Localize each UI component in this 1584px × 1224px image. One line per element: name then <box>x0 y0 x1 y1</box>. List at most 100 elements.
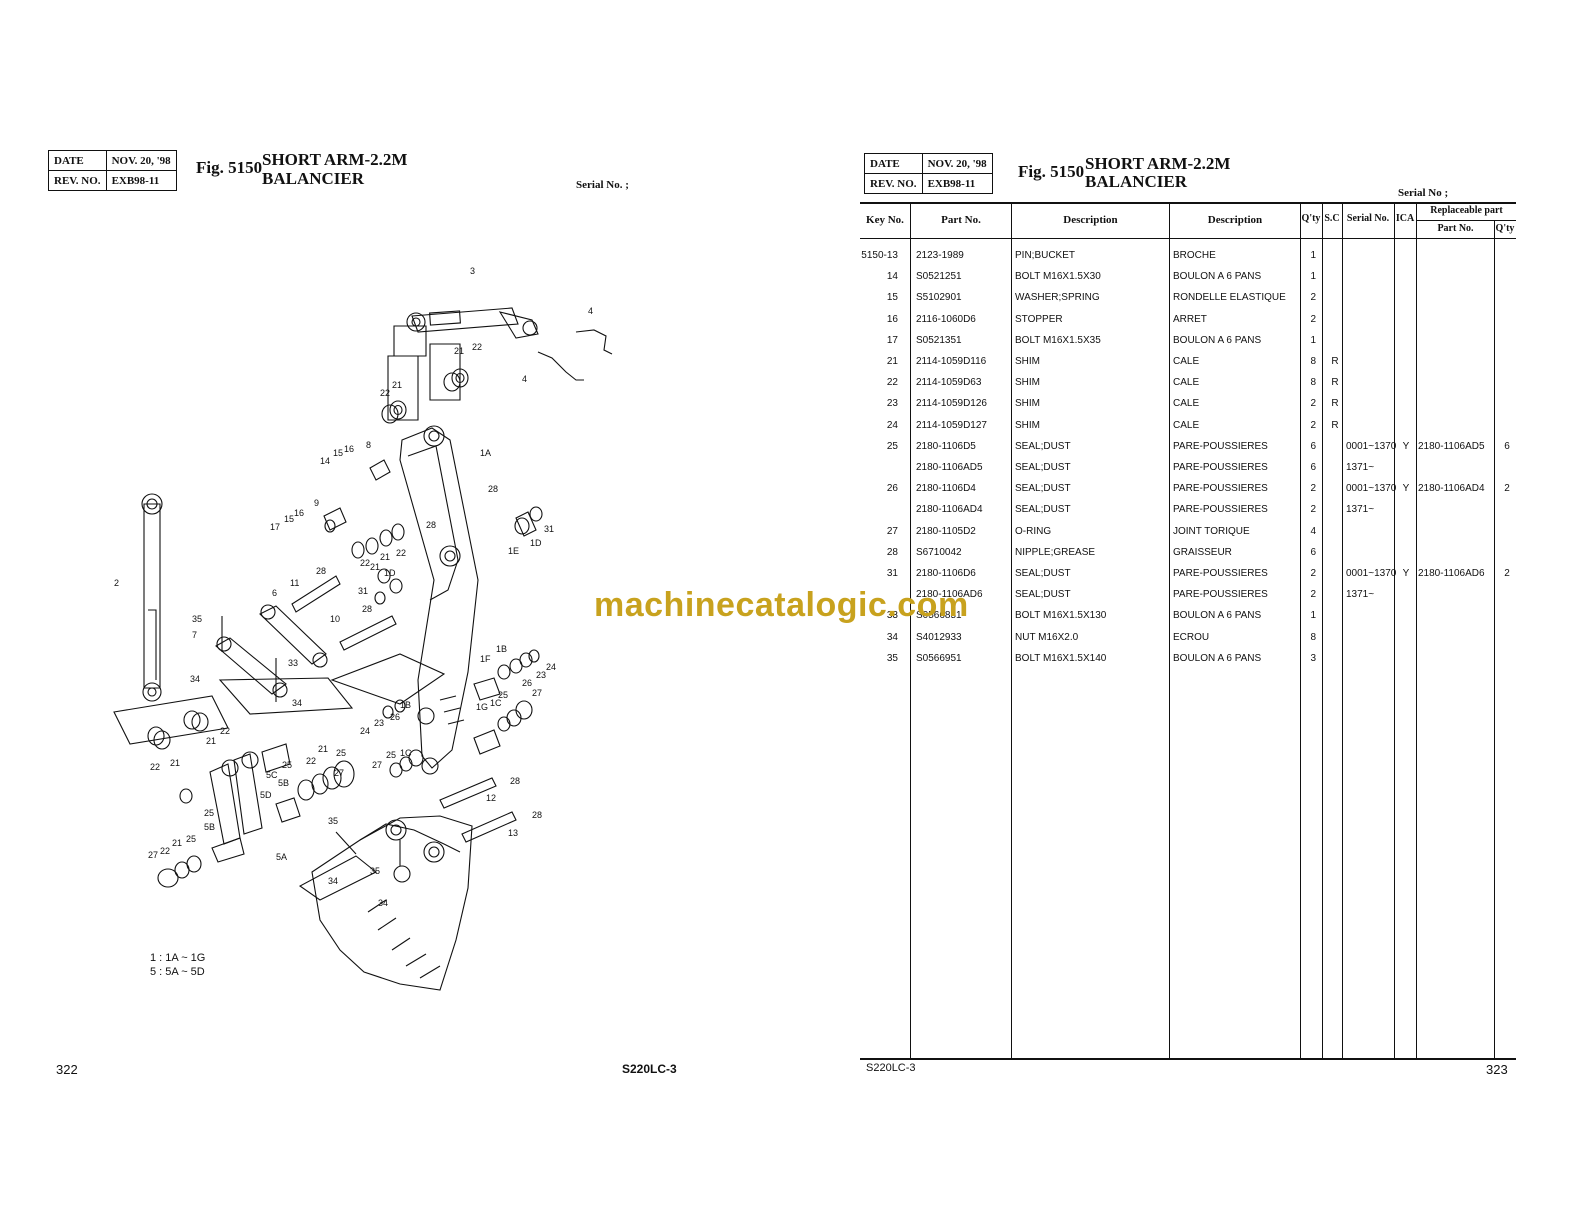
callout: 13 <box>508 828 518 838</box>
cell-desc-fr: CALE <box>1173 419 1200 431</box>
callout: 21 <box>380 552 390 562</box>
cell-ica: Y <box>1402 568 1410 579</box>
callout: 23 <box>374 718 384 728</box>
cell-key: 24 <box>886 419 898 431</box>
callout: 24 <box>546 662 556 672</box>
cell-key: 33 <box>886 610 898 622</box>
cell-part: 2180-1106D4 <box>916 483 976 495</box>
col-key: Key No. <box>866 214 904 226</box>
callout: 22 <box>360 558 370 568</box>
callout: 6 <box>272 588 277 598</box>
cell-serial: 0001~1370 <box>1346 568 1397 579</box>
cell-serial: 0001~1370 <box>1346 483 1397 495</box>
legend-5: 5 : 5A ~ 5D <box>150 966 205 978</box>
cell-qty: 4 <box>1310 525 1316 537</box>
callout: 4 <box>522 374 527 384</box>
callout: 1D <box>384 568 396 578</box>
figure-title-fr: BALANCIER <box>1085 172 1188 191</box>
cell-key: 31 <box>886 568 898 579</box>
cell-desc-en: SHIM <box>1015 398 1040 410</box>
callout: 34 <box>328 876 338 886</box>
cell-key: 26 <box>886 483 898 495</box>
cell-desc-fr: BOULON A 6 PANS <box>1173 334 1262 346</box>
cell-qty: 1 <box>1310 334 1316 346</box>
callout: 22 <box>306 756 316 766</box>
callout: 33 <box>288 658 298 668</box>
date-rev-box-left: DATE NOV. 20, '98 REV. NO. EXB98-11 <box>48 150 177 191</box>
callout: 5B <box>204 822 215 832</box>
cell-qty: 1 <box>1310 271 1316 283</box>
col-sc: S.C <box>1324 213 1340 224</box>
callout: 16 <box>344 444 354 454</box>
cell-part: 2180-1106D5 <box>916 440 976 452</box>
callout: 2 <box>114 578 119 588</box>
cell-desc-en: SEAL;DUST <box>1015 462 1071 473</box>
callout: 27 <box>148 850 158 860</box>
callout: 1E <box>508 546 519 556</box>
cell-qty: 2 <box>1310 504 1316 516</box>
rev-value: EXB98-11 <box>921 173 993 194</box>
cell-qty: 6 <box>1310 546 1316 558</box>
col-serial: Serial No. <box>1346 213 1390 224</box>
callout: 5B <box>278 778 289 788</box>
cell-desc-en: SHIM <box>1015 377 1040 389</box>
cell-qty: 8 <box>1310 377 1316 389</box>
figure-title-en: SHORT ARM-2.2M <box>262 150 408 169</box>
callout: 1G <box>476 702 488 712</box>
cell-desc-en: BOLT M16X1.5X130 <box>1015 610 1107 622</box>
cell-qty: 2 <box>1310 398 1316 410</box>
callout: 12 <box>486 793 496 803</box>
callout: 35 <box>370 866 380 876</box>
callout: 3 <box>470 266 475 276</box>
model-right: S220LC-3 <box>866 1062 916 1074</box>
cell-qty: 1 <box>1310 250 1316 261</box>
col-desc-en: Description <box>1063 214 1118 226</box>
cell-qty: 2 <box>1310 292 1316 304</box>
cell-desc-fr: PARE-POUSSIERES <box>1173 462 1268 473</box>
callout: 1C <box>490 698 502 708</box>
cell-desc-en: O-RING <box>1015 525 1052 537</box>
callout-labels: 3 4 4 21 22 22 21 8 1A 14 15 16 9 17 15 … <box>114 266 593 908</box>
callout: 11 <box>290 578 299 588</box>
callout: 21 <box>392 380 402 390</box>
cell-desc-en: SEAL;DUST <box>1015 504 1071 516</box>
cell-desc-en: SHIM <box>1015 419 1040 431</box>
cell-key: 15 <box>886 292 898 304</box>
cell-desc-fr: CALE <box>1173 398 1200 410</box>
callout: 4 <box>588 306 593 316</box>
callout: 5D <box>260 790 272 800</box>
cell-part: 2116-1060D6 <box>916 313 976 325</box>
callout: 28 <box>510 776 520 786</box>
callout: 16 <box>294 508 304 518</box>
cell-serial: 1371~ <box>1346 589 1375 601</box>
cell-ica: Y <box>1402 440 1410 452</box>
cell-part: 2180-1106AD4 <box>916 504 983 516</box>
cell-sc: R <box>1331 419 1339 431</box>
cell-qty: 2 <box>1310 483 1316 495</box>
cell-part: S0521351 <box>916 334 962 346</box>
cell-desc-en: NIPPLE;GREASE <box>1015 546 1096 558</box>
cell-sc: R <box>1331 356 1339 367</box>
cell-desc-en: PIN;BUCKET <box>1015 250 1076 261</box>
cell-rep-qty: 6 <box>1504 440 1510 452</box>
cell-sc: R <box>1331 398 1339 410</box>
serial-label: Serial No ; <box>1398 187 1449 199</box>
col-rep-qty: Q'ty <box>1495 223 1515 234</box>
callout: 14 <box>320 456 330 466</box>
cell-desc-fr: ARRET <box>1173 313 1207 325</box>
date-label: DATE <box>48 150 107 171</box>
callout: 22 <box>472 342 482 352</box>
cell-part: 2114-1059D63 <box>916 377 982 389</box>
callout: 15 <box>333 448 343 458</box>
cell-rep-part: 2180-1106AD6 <box>1418 568 1485 579</box>
callout: 34 <box>378 898 388 908</box>
cell-qty: 3 <box>1310 652 1316 664</box>
cell-key: 14 <box>886 271 898 283</box>
callout: 22 <box>160 846 170 856</box>
